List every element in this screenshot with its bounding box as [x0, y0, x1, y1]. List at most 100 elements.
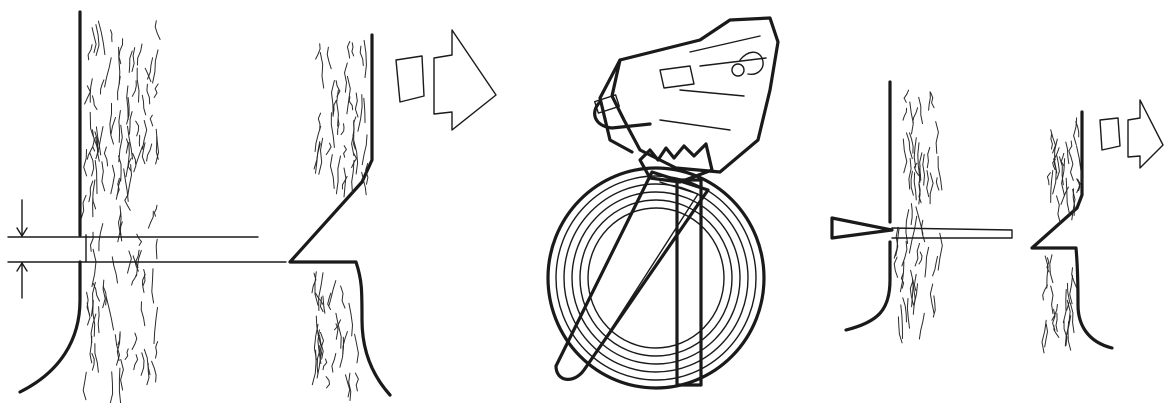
- bark-stroke: [97, 20, 106, 56]
- bark-stroke: [123, 168, 129, 202]
- bark-stroke: [918, 96, 923, 125]
- bark-stroke: [929, 172, 934, 205]
- bark-stroke: [1050, 285, 1054, 315]
- bark-stroke: [152, 49, 159, 84]
- bark-stroke: [354, 333, 359, 364]
- bark-texture: [80, 20, 161, 403]
- bark-stroke: [1065, 141, 1070, 165]
- bark-stroke: [135, 120, 140, 137]
- bark-stroke: [902, 138, 908, 174]
- bark-stroke: [335, 155, 341, 195]
- bark-stroke: [331, 353, 337, 373]
- bark-stroke: [918, 312, 925, 340]
- bark-stroke: [909, 280, 914, 306]
- bark-stroke: [1041, 319, 1047, 354]
- bark-stroke: [322, 295, 326, 314]
- bark-stroke: [913, 273, 917, 292]
- bark-stroke: [351, 42, 355, 57]
- bark-stroke: [147, 210, 154, 229]
- bark-stroke: [926, 170, 930, 198]
- bark-stroke: [900, 304, 903, 339]
- bark-stroke: [325, 376, 331, 389]
- bark-stroke: [329, 154, 335, 189]
- bark-stroke: [935, 177, 940, 191]
- bark-stroke: [1051, 303, 1058, 321]
- bark-stroke: [908, 215, 918, 254]
- bark-stroke: [119, 205, 123, 242]
- bark-stroke: [118, 110, 121, 143]
- bark-stroke: [1044, 255, 1049, 289]
- bark-stroke: [357, 94, 363, 132]
- bark-stroke: [363, 97, 366, 124]
- bark-stroke: [92, 282, 100, 302]
- bark-stroke: [1075, 121, 1080, 138]
- bark-stroke: [82, 371, 87, 401]
- bark-stroke: [318, 137, 324, 175]
- bark-stroke: [92, 197, 97, 210]
- bark-stroke: [149, 114, 154, 127]
- bark-stroke: [335, 312, 342, 349]
- bark-stroke: [922, 153, 926, 186]
- bark-stroke: [910, 203, 913, 226]
- bark-stroke: [91, 95, 98, 110]
- bark-stroke: [114, 334, 121, 366]
- bark-stroke: [118, 155, 122, 182]
- bark-stroke: [1069, 274, 1073, 305]
- bark-stroke: [1076, 145, 1083, 184]
- bark-stroke: [314, 125, 322, 152]
- bark-stroke: [343, 62, 348, 93]
- bark-stroke: [154, 20, 161, 40]
- bark-stroke: [337, 118, 340, 135]
- bark-stroke: [144, 67, 152, 83]
- arrow-right-icon: [395, 29, 497, 131]
- dimension-indicator: [7, 199, 287, 299]
- bark-stroke: [91, 281, 96, 317]
- bark-stroke: [89, 111, 94, 137]
- bark-stroke: [319, 334, 324, 360]
- bark-stroke: [80, 194, 87, 219]
- bark-stroke: [101, 161, 106, 192]
- bark-stroke: [1062, 289, 1067, 324]
- bark-stroke: [1063, 320, 1068, 346]
- bark-stroke: [146, 83, 151, 105]
- bark-stroke: [146, 143, 153, 162]
- bark-stroke: [132, 255, 139, 272]
- bark-texture: [311, 39, 369, 401]
- bark-stroke: [1069, 302, 1075, 334]
- chainsaw-bar: [554, 170, 710, 381]
- bark-stroke: [83, 149, 88, 177]
- bark-stroke: [132, 152, 137, 173]
- bark-stroke: [319, 296, 324, 313]
- bark-stroke: [909, 101, 914, 135]
- bark-stroke: [937, 156, 943, 191]
- bark-stroke: [932, 295, 936, 318]
- bark-stroke: [140, 352, 145, 376]
- bark-stroke: [143, 348, 151, 376]
- bark-stroke: [330, 112, 335, 148]
- bark-stroke: [335, 80, 341, 97]
- bark-stroke: [1061, 158, 1066, 197]
- bark-stroke: [133, 354, 139, 371]
- bark-stroke: [317, 112, 322, 131]
- bark-stroke: [153, 307, 158, 345]
- tree-trunk-left: [18, 10, 161, 403]
- bark-stroke: [100, 79, 105, 95]
- bark-stroke: [1065, 177, 1071, 216]
- bark-stroke: [911, 279, 916, 308]
- bark-stroke: [94, 343, 99, 373]
- bark-stroke: [155, 128, 160, 165]
- bark-stroke: [926, 146, 931, 169]
- bark-stroke: [94, 131, 99, 155]
- bark-stroke: [110, 117, 116, 145]
- bark-stroke: [352, 116, 357, 137]
- bark-stroke: [103, 146, 109, 167]
- bark-stroke: [340, 285, 346, 309]
- bark-stroke: [136, 233, 143, 246]
- bark-stroke: [319, 52, 325, 89]
- bark-stroke: [910, 170, 914, 196]
- bark-stroke: [141, 269, 146, 286]
- bark-stroke: [322, 358, 328, 371]
- bark-stroke: [330, 80, 335, 117]
- bark-stroke: [913, 172, 917, 201]
